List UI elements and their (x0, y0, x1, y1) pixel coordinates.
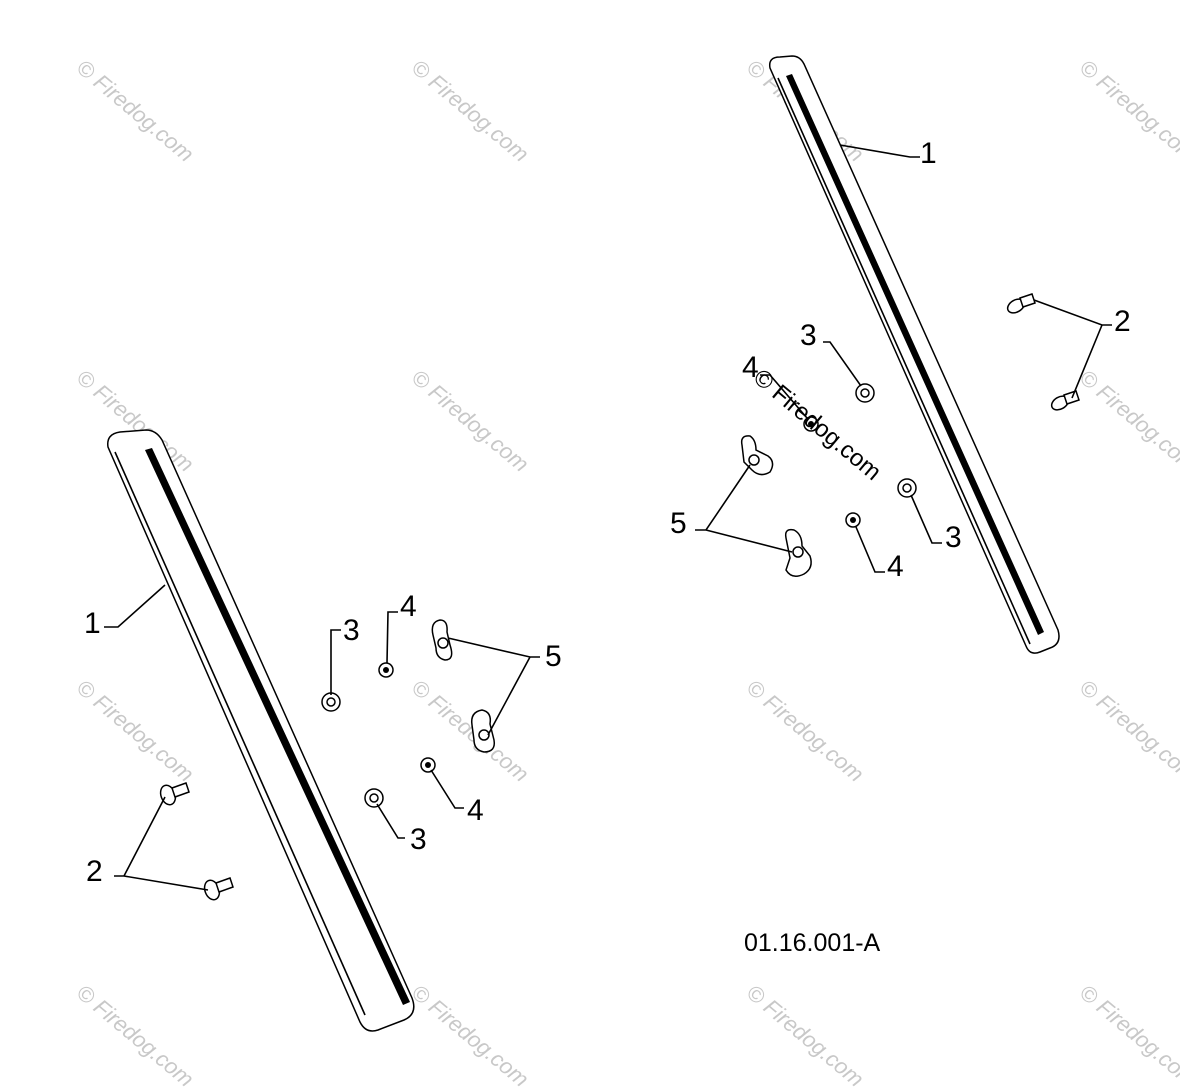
bolt-right-upper (1006, 293, 1036, 314)
leader-washer-left-upper (330, 629, 341, 695)
label-washer-right-lower: 3 (945, 521, 962, 554)
wing-nut-right-lower (784, 528, 812, 577)
nut-right-upper (803, 416, 819, 432)
label-wing-nut-left: 5 (545, 640, 562, 673)
label-nut-right-upper: 4 (742, 351, 759, 384)
leader-nut-right-lower (855, 526, 885, 573)
watermark: © Firedog.com (407, 55, 534, 167)
leader-nut-left-lower (430, 769, 464, 809)
watermark: © Firedog.com (1075, 365, 1180, 477)
wing-nut-right-upper (740, 435, 774, 476)
label-washer-left-lower: 3 (410, 823, 427, 856)
watermark: © Firedog.com (1075, 55, 1180, 167)
label-rail-left: 1 (84, 607, 101, 640)
nut-right-lower (845, 512, 861, 528)
watermark: © Firedog.com (1075, 675, 1180, 787)
washer-right-lower (897, 478, 917, 498)
bolt-left-upper (159, 782, 190, 806)
rail-left (107, 429, 415, 1032)
leader-bolts-left (114, 796, 209, 891)
label-bolt-left: 2 (86, 855, 103, 888)
bolt-right-lower (1050, 390, 1080, 411)
watermark: © Firedog.com (407, 980, 534, 1087)
leader-nut-right-upper (760, 374, 808, 419)
washer-right-upper (855, 383, 875, 403)
nut-left-lower (420, 757, 436, 773)
label-nut-left-upper: 4 (400, 590, 417, 623)
watermark: © Firedog.com (1075, 980, 1180, 1087)
bolt-left-lower (203, 877, 234, 901)
label-wing-nut-right: 5 (670, 507, 687, 540)
watermark: © Firedog.com (72, 980, 199, 1087)
label-washer-right-upper: 3 (800, 319, 817, 352)
watermark: © Firedog.com (407, 365, 534, 477)
label-rail-right: 1 (920, 137, 937, 170)
watermark: © Firedog.com (72, 55, 199, 167)
watermark: © Firedog.com (742, 675, 869, 787)
label-bolt-right: 2 (1114, 305, 1131, 338)
left-assembly: 1 2 3 4 5 3 4 (84, 429, 562, 1032)
leader-wingnuts-left (447, 637, 540, 736)
drawing-code: 01.16.001-A (744, 929, 881, 957)
label-washer-left-upper: 3 (343, 614, 360, 647)
label-nut-right-lower: 4 (887, 550, 904, 583)
wing-nut-left-upper (431, 619, 453, 661)
leader-washer-right-lower (910, 494, 942, 544)
leader-wingnuts-right (695, 464, 793, 553)
watermark: © Firedog.com (72, 675, 199, 787)
leader-rail-left (104, 584, 166, 628)
nut-left-upper (378, 662, 394, 678)
watermark: © Firedog.com (742, 980, 869, 1087)
rail-right (768, 55, 1060, 654)
leader-washer-right-upper (823, 341, 862, 387)
leader-rail-right (839, 144, 920, 158)
leader-bolts-right (1033, 299, 1112, 399)
label-nut-left-lower: 4 (467, 794, 484, 827)
wing-nut-left-lower (470, 709, 496, 753)
right-assembly: 1 2 3 4 5 3 4 (670, 55, 1131, 654)
washer-left-lower (364, 788, 384, 808)
washer-left-upper (321, 692, 341, 712)
leader-washer-left-lower (376, 803, 405, 839)
leader-nut-left-upper (386, 611, 398, 664)
